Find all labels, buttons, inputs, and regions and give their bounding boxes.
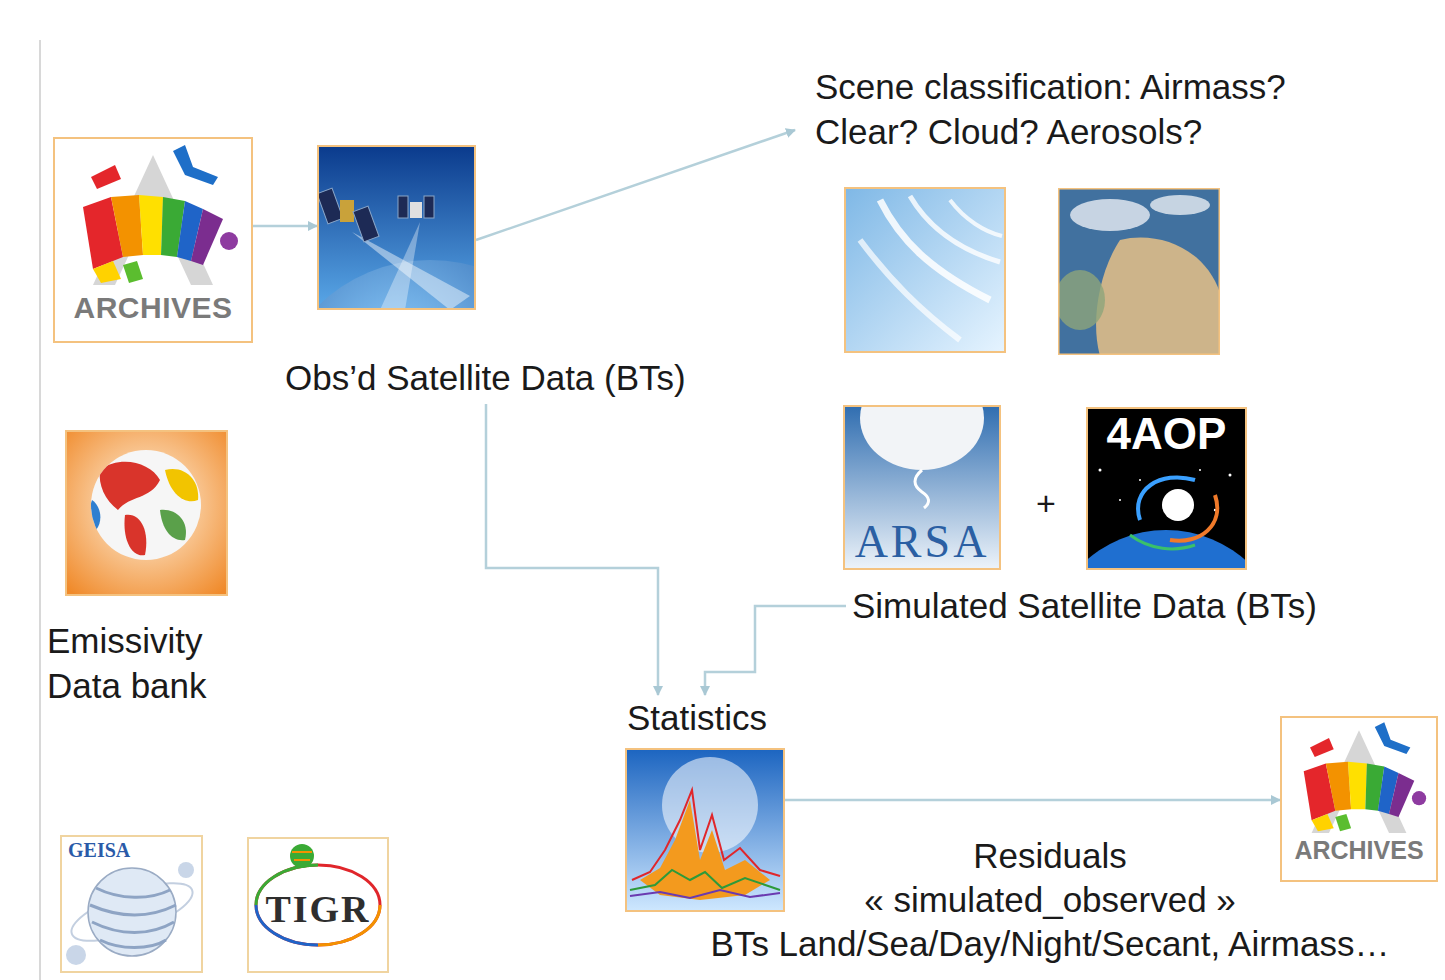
- node-text: Emissivity Data bank: [47, 618, 207, 708]
- flow-arrow: [705, 606, 846, 695]
- node-text: Statistics: [627, 698, 767, 738]
- emissivity-illustration: [65, 430, 228, 596]
- scene-group: Scene classification: Airmass? Clear? Cl…: [795, 60, 1335, 360]
- cloud-photo: [845, 188, 1005, 352]
- emissivity-image: Emissivity Data bank: [65, 430, 228, 596]
- statistics-illustration: [625, 748, 785, 912]
- flow-arrow: [476, 130, 795, 240]
- node-text: Scene classification: Airmass? Clear? Cl…: [815, 64, 1286, 154]
- satellite-image: Obs’d Satellite Data (BTs): [317, 145, 476, 310]
- node-text: ARSA: [845, 515, 999, 568]
- 4aop-illustration: [1086, 407, 1247, 570]
- text-line: Data bank: [47, 663, 207, 708]
- page-rule: [39, 40, 41, 980]
- arsa-image: ARSA: [843, 405, 1001, 570]
- archives-icon: ARCHIVES: [53, 137, 253, 343]
- tigr-logo: TIGR: [247, 837, 389, 973]
- node-text: Obs’d Satellite Data (BTs): [285, 358, 686, 398]
- node-text: 4AOP: [1088, 409, 1245, 459]
- flow-arrow: [253, 225, 317, 228]
- archives-illustration: [53, 137, 253, 343]
- text-line: BTs Land/Sea/Day/Night/Secant, Airmass…: [710, 922, 1390, 966]
- text-line: Emissivity: [47, 618, 207, 663]
- node-text: TIGR: [249, 887, 387, 931]
- node-text: ARCHIVES: [55, 291, 251, 325]
- flow-arrow: [486, 404, 658, 695]
- text-line: Residuals: [710, 834, 1390, 878]
- text-line: Scene classification: Airmass?: [815, 64, 1286, 109]
- plus-sign: +: [1036, 484, 1056, 523]
- aerosol-photo: [1058, 188, 1220, 355]
- tigr-illustration: [247, 837, 389, 973]
- balloon-illustration: [843, 405, 1001, 570]
- text-line: « simulated_observed »: [710, 878, 1390, 922]
- statistics-image: Statistics: [625, 748, 785, 912]
- 4aop-image: 4AOP: [1086, 407, 1247, 570]
- text-line: Clear? Cloud? Aerosols?: [815, 109, 1286, 154]
- node-text: GEISA: [68, 839, 203, 862]
- geisa-logo: GEISA: [60, 835, 203, 973]
- node-text: ARCHIVES: [1282, 836, 1436, 865]
- archives-icon: ARCHIVES: [1280, 716, 1438, 882]
- edge-label: Residuals « simulated_observed » BTs Lan…: [710, 834, 1390, 966]
- flow-arrow: [785, 799, 1280, 802]
- archives-illustration: [1280, 716, 1438, 879]
- node-text: Simulated Satellite Data (BTs): [852, 586, 1317, 626]
- satellite-illustration: [317, 145, 476, 310]
- geisa-illustration: [60, 835, 203, 973]
